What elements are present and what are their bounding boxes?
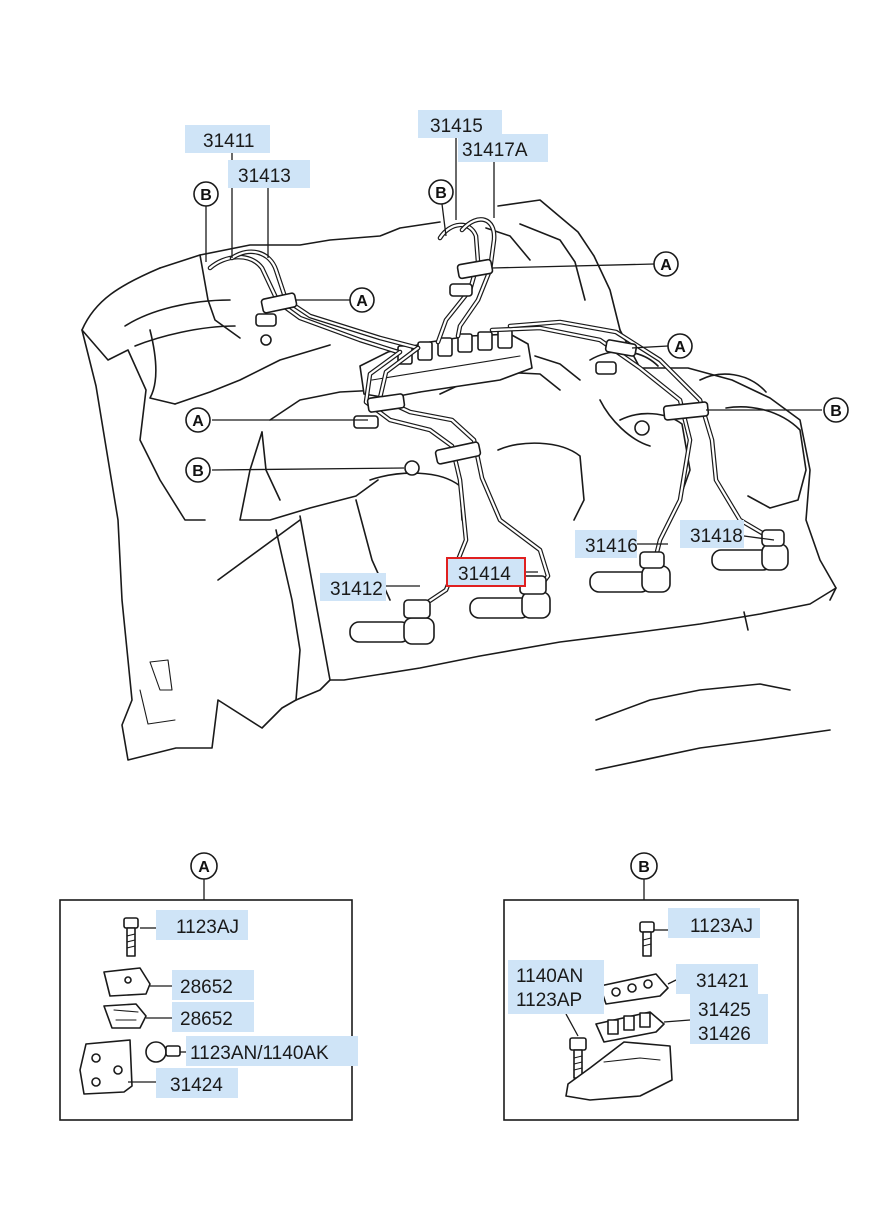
detail-a-label-1: 28652 [180, 977, 233, 998]
detail-a-callout-3[interactable]: 1123AN/1140AK [186, 1036, 358, 1066]
detail-b-bracket-icon [565, 1041, 673, 1101]
detail-b-bolt-icon [639, 921, 655, 957]
callout-31411[interactable]: 31411 [185, 125, 270, 153]
label-31416: 31416 [585, 536, 638, 557]
injector-nozzles [349, 529, 789, 645]
detail-a-callout-2[interactable]: 28652 [172, 1002, 254, 1032]
marker-a-letter: A [660, 257, 672, 274]
callout-leaders [205, 136, 822, 587]
detail-a-label-4: 31424 [170, 1075, 223, 1096]
detail-b-label-3: 31426 [698, 1024, 751, 1045]
marker-a-letter: A [356, 293, 368, 310]
detail-b-long-bolt-icon [569, 1037, 587, 1079]
detail-b-panel: B [503, 852, 799, 1121]
label-31418: 31418 [690, 526, 743, 547]
marker-a-left-mid[interactable]: A [185, 407, 211, 433]
label-31415: 31415 [430, 116, 483, 137]
detail-b-letter: B [638, 859, 650, 876]
callout-31412[interactable]: 31412 [320, 573, 386, 601]
detail-b-callout-2[interactable]: 31425 31426 [690, 994, 768, 1045]
callout-31414[interactable]: 31414 [446, 557, 526, 587]
detail-b-label-5: 1123AP [516, 990, 582, 1011]
detail-a-callout-4[interactable]: 31424 [156, 1068, 238, 1098]
marker-b-letter: B [192, 463, 204, 480]
marker-a-left-top[interactable]: A [349, 287, 375, 313]
detail-a-callout-0[interactable]: 1123AJ [156, 910, 248, 940]
marker-a-letter: A [674, 339, 686, 356]
label-31411: 31411 [203, 131, 254, 152]
callout-31418[interactable]: 31418 [680, 520, 744, 548]
marker-b-left-top[interactable]: B [193, 181, 219, 207]
detail-a-label-3: 1123AN/1140AK [190, 1043, 329, 1064]
detail-a-letter: A [198, 859, 210, 876]
marker-b-letter: B [435, 185, 447, 202]
detail-b-callout-1[interactable]: 31421 [676, 964, 758, 994]
detail-b-callout-0[interactable]: 1123AJ [668, 908, 760, 938]
detail-b-callout-3[interactable]: 1140AN 1123AP [508, 960, 604, 1014]
injector-front-left [349, 599, 435, 645]
detail-a-label-2: 28652 [180, 1009, 233, 1030]
marker-b-right-mid[interactable]: B [823, 397, 849, 423]
marker-a-right-top[interactable]: A [653, 251, 679, 277]
marker-b-left-mid[interactable]: B [185, 457, 211, 483]
detail-b-label-2: 31425 [698, 1000, 751, 1021]
detail-b-label-4: 1140AN [516, 966, 583, 987]
marker-b-letter: B [200, 187, 212, 204]
detail-a-callout-1[interactable]: 28652 [172, 970, 254, 1000]
label-31412: 31412 [330, 579, 383, 600]
callout-31415[interactable]: 31415 [418, 110, 502, 138]
callout-31416[interactable]: 31416 [575, 530, 638, 558]
detail-a-clamp-upper-icon [103, 967, 151, 997]
detail-b-label-1: 31421 [696, 971, 749, 992]
detail-a-panel: A [59, 852, 358, 1121]
detail-a-label-0: 1123AJ [176, 917, 239, 938]
label-31417A: 31417A [462, 140, 528, 161]
detail-a-bracket-icon [79, 1039, 133, 1095]
detail-a-clamp-lower-icon [103, 1003, 147, 1029]
marker-b-center-top[interactable]: B [428, 179, 454, 205]
detail-a-flange-bolt-icon [145, 1041, 181, 1063]
pipe-clamps [255, 258, 710, 476]
marker-a-right-mid[interactable]: A [667, 333, 693, 359]
detail-b-label-0: 1123AJ [690, 916, 753, 937]
detail-b-clamp-lower-icon [595, 1011, 665, 1043]
detail-b-clamp-upper-icon [599, 973, 669, 1005]
injector-front-right [469, 575, 551, 619]
label-31413: 31413 [238, 166, 291, 187]
callout-31413[interactable]: 31413 [228, 160, 310, 188]
detail-a-bolt-icon [123, 917, 139, 957]
injector-rear-left [589, 551, 671, 593]
injector-rear-right [711, 529, 789, 571]
marker-b-letter: B [830, 403, 842, 420]
label-31414: 31414 [458, 564, 511, 585]
marker-a-letter: A [192, 413, 204, 430]
highlight-box-31414 [446, 557, 526, 587]
callout-31417A[interactable]: 31417A [458, 134, 548, 162]
